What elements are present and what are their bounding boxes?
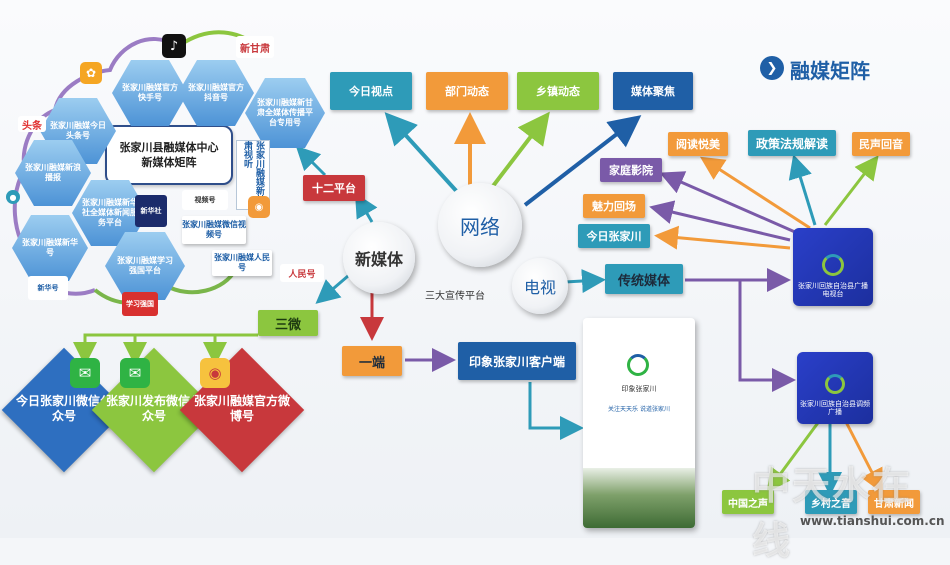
label-renmin: 张家川融媒人民号	[212, 250, 272, 276]
xingansu-logo: 新甘肃	[236, 36, 274, 58]
radio-station-emblem-icon	[825, 374, 845, 394]
diamond-weibo-text: 张家川融媒官方微博号	[193, 394, 290, 423]
app-logo-icon	[627, 354, 649, 376]
watermark-text: 中天水在线	[752, 463, 913, 563]
twelve-platforms-box: 十二平台	[303, 175, 365, 201]
tv-program-reading: 阅读悦美	[668, 132, 728, 156]
xinhua-logo: 新华社	[135, 195, 167, 227]
radio-program-gansu: 甘肃新闻	[868, 490, 920, 514]
qiangguo-logo: 学习强国	[122, 292, 158, 316]
network-hub: 网络	[438, 183, 522, 267]
three-wei-box: 三微	[258, 310, 318, 336]
network-box-today: 今日视点	[330, 72, 412, 110]
new-media-hub: 新媒体	[343, 222, 415, 294]
tv-program-charm: 魅力回场	[583, 194, 645, 218]
renmin-logo: 人民号	[280, 264, 324, 282]
weibo-icon: ◉	[200, 358, 230, 388]
hex-xingansu: 张家川融媒新甘肃全媒体传播平台专用号	[245, 78, 325, 148]
three-platforms-label: 三大宣传平台	[425, 291, 485, 302]
wechat-icon: ✉	[70, 358, 100, 388]
tv-station-name: 张家川回族自治县广播电视台	[798, 282, 868, 298]
radio-program-china: 中国之声	[722, 490, 774, 514]
tv-program-policy: 政策法规解读	[748, 130, 836, 156]
label-wechat-video: 张家川融媒微信视频号	[182, 216, 246, 244]
traditional-media-box: 传统媒体	[605, 264, 683, 294]
radio-program-village: 乡村之音	[805, 490, 857, 514]
radio-station-logo: 张家川回族自治县调频广播	[797, 352, 873, 424]
diamond-wechat-2-text: 张家川发布微信公众号	[105, 394, 202, 423]
video-logo: 视频号	[182, 190, 228, 210]
connector-lines	[12, 30, 883, 496]
app-phone-screen: 印象张家川 关注天天乐 说道张家川	[583, 318, 695, 528]
weibo-app-logo: ◉	[248, 196, 270, 218]
one-end-box: 一端	[342, 346, 402, 376]
diamond-wechat-1-text: 今日张家川微信公众号	[15, 394, 112, 423]
tv-program-cinema: 家庭影院	[600, 158, 662, 182]
title-bullet-icon: ❯	[760, 56, 784, 80]
xinhuahao-logo: 新华号	[28, 276, 68, 300]
tv-hub: 电视	[512, 258, 568, 314]
douyin-logo: ♪	[162, 34, 186, 58]
toutiao-logo: 头条	[18, 116, 46, 132]
network-box-department: 部门动态	[426, 72, 508, 110]
app-landscape-image	[583, 468, 695, 528]
tv-station-emblem-icon	[822, 254, 844, 276]
app-name: 印象张家川	[621, 385, 657, 393]
wechat-icon-2: ✉	[120, 358, 150, 388]
watermark-url: www.tianshui.com.cn	[800, 514, 945, 528]
tv-station-logo: 张家川回族自治县广播电视台	[793, 228, 873, 306]
network-box-focus: 媒体聚焦	[613, 72, 693, 110]
radio-station-name: 张家川回族自治县调频广播	[800, 400, 870, 416]
tv-program-today: 今日张家川	[578, 224, 650, 248]
hex-douyin: 张家川融媒官方抖音号	[178, 60, 254, 126]
app-slogan: 关注天天乐 说道张家川	[608, 406, 670, 413]
kuaishou-logo: ✿	[80, 62, 102, 84]
network-box-township: 乡镇动态	[517, 72, 599, 110]
page-title: 融媒矩阵	[790, 59, 870, 83]
app-box: 印象张家川客户端	[458, 342, 576, 380]
tv-program-voice: 民声回音	[852, 132, 910, 156]
matrix-title: 张家川县融媒体中心新媒体矩阵	[119, 141, 219, 169]
matrix-title-box: 张家川县融媒体中心新媒体矩阵	[105, 125, 233, 185]
location-pin-icon: ●	[6, 190, 20, 204]
